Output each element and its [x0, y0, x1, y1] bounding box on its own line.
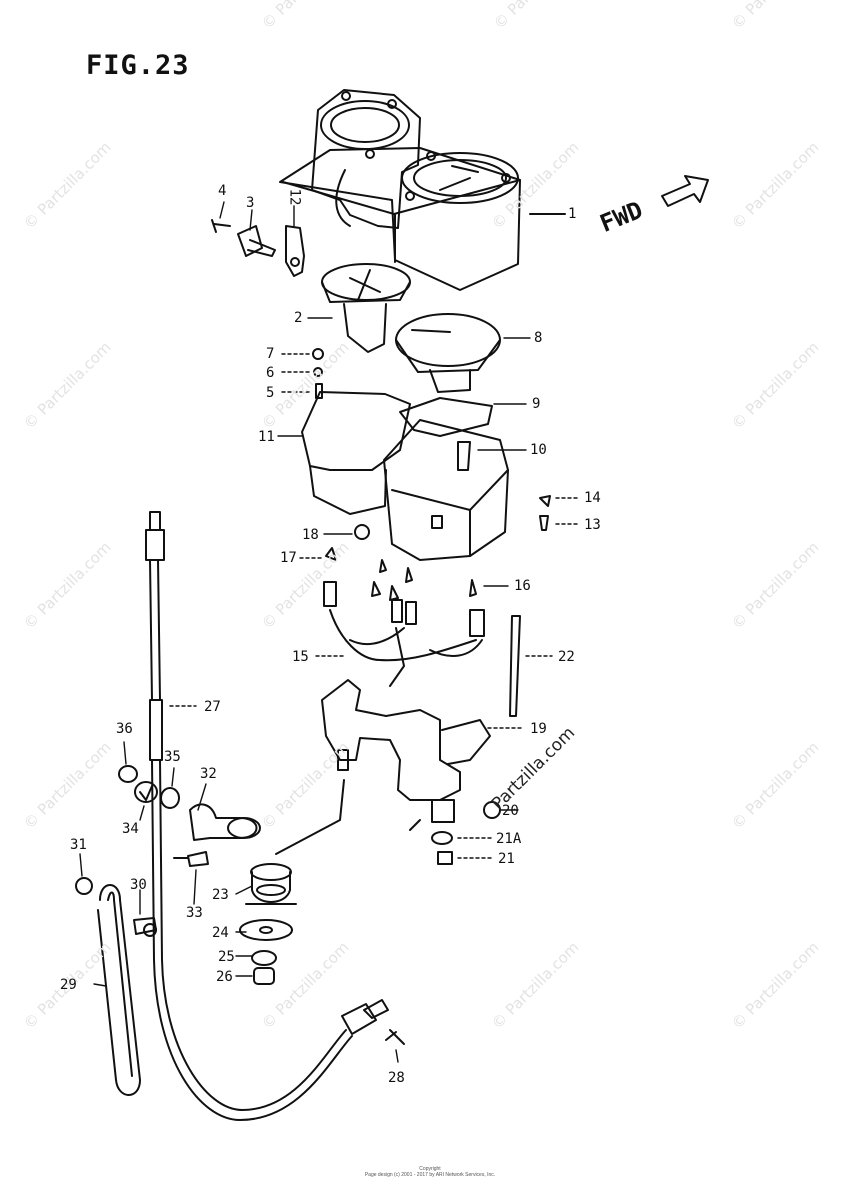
callout-31: 31 [70, 837, 87, 853]
callout-26: 26 [216, 969, 233, 985]
grommet-stack [239, 779, 345, 985]
callout-16: 16 [514, 578, 531, 594]
callout-15: 15 [292, 649, 309, 665]
callout-20: 20 [502, 803, 519, 819]
meter-housing [279, 89, 566, 291]
long-rod [509, 615, 521, 717]
callout-17: 17 [280, 550, 297, 566]
small-screws [312, 348, 551, 531]
callout-11: 11 [258, 429, 275, 445]
callout-19: 19 [530, 721, 547, 737]
callout-7: 7 [266, 346, 275, 362]
meter-case [301, 391, 509, 561]
callout-10: 10 [530, 442, 547, 458]
clamp-parts [75, 765, 261, 1096]
callout-21a: 21A [496, 831, 522, 847]
callout-18: 18 [302, 527, 319, 543]
callout-25: 25 [218, 949, 235, 965]
callout-1: 1 [568, 206, 577, 222]
copyright-line: Page design (c) 2001 - 2017 by ARI Netwo… [364, 1172, 496, 1178]
callout-6: 6 [266, 365, 275, 381]
callout-24: 24 [212, 925, 229, 941]
lower-bracket [321, 679, 501, 865]
gear-and-bracket [211, 219, 305, 277]
copyright-notice: Copyright Page design (c) 2001 - 2017 by… [310, 1166, 550, 1178]
speedometer-cable [145, 511, 405, 1121]
callout-36: 36 [116, 721, 133, 737]
callout-8: 8 [534, 330, 543, 346]
callout-27: 27 [204, 699, 221, 715]
copyright-heading: Copyright [419, 1166, 441, 1172]
callout-2: 2 [294, 310, 303, 326]
callout-28: 28 [388, 1070, 405, 1086]
fwd-arrow [661, 175, 709, 207]
bulb-sockets [323, 524, 485, 687]
callout-21: 21 [498, 851, 515, 867]
callout-29: 29 [60, 977, 77, 993]
leader-lines [79, 201, 579, 1063]
callout-22: 22 [558, 649, 575, 665]
callout-12: 12 [286, 188, 303, 206]
callout-4: 4 [218, 183, 227, 199]
callout-5: 5 [266, 385, 275, 401]
callout-32: 32 [200, 766, 217, 782]
callout-30: 30 [130, 877, 147, 893]
callout-3: 3 [246, 195, 255, 211]
callout-34: 34 [122, 821, 139, 837]
callout-14: 14 [584, 490, 601, 506]
callout-9: 9 [532, 396, 541, 412]
callout-33: 33 [186, 905, 203, 921]
callout-13: 13 [584, 517, 601, 533]
figure-title: FIG.23 [86, 50, 190, 81]
gauge-faces [321, 263, 501, 393]
callout-35: 35 [164, 749, 181, 765]
callout-23: 23 [212, 887, 229, 903]
